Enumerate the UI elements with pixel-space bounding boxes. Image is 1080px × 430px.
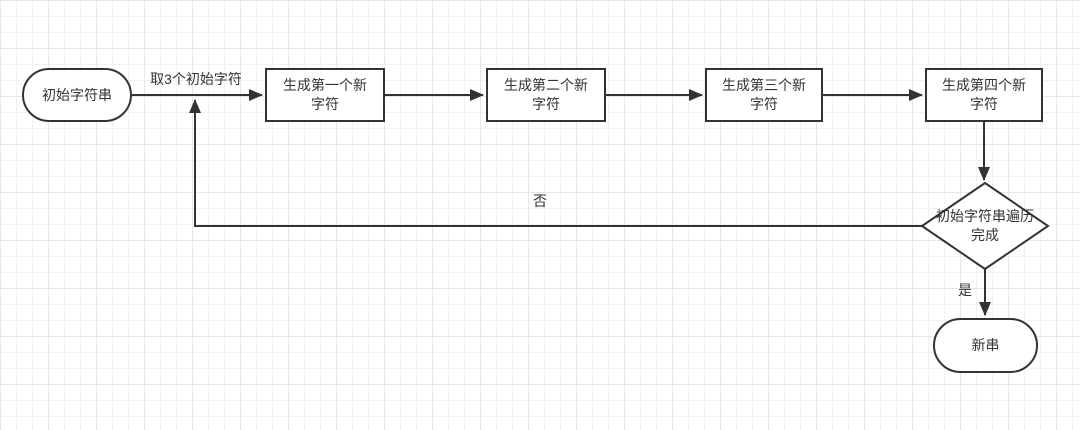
decision-node-shape: [920, 181, 1050, 271]
edge-label-take3: 取3个初始字符: [150, 71, 242, 87]
process-node-step2: 生成第二个新 字符: [486, 68, 606, 122]
process-node-step1: 生成第一个新 字符: [265, 68, 385, 122]
start-node: 初始字符串: [22, 68, 132, 122]
end-node-label: 新串: [971, 337, 1000, 354]
process-node-step4: 生成第四个新 字符: [925, 68, 1043, 122]
step3-label: 生成第三个新 字符: [722, 77, 806, 112]
edge-decision-no-loopback: [189, 99, 922, 227]
step1-label: 生成第一个新 字符: [283, 77, 367, 112]
edge-label-no: 否: [533, 193, 547, 209]
start-node-label: 初始字符串: [42, 86, 112, 103]
end-node: 新串: [933, 318, 1038, 373]
process-node-step3: 生成第三个新 字符: [705, 68, 823, 122]
step4-label: 生成第四个新 字符: [942, 77, 1026, 112]
step2-label: 生成第二个新 字符: [504, 77, 588, 112]
decision-node-label: 初始字符串遍历 完成: [936, 208, 1034, 243]
edge-label-yes: 是: [958, 282, 972, 298]
